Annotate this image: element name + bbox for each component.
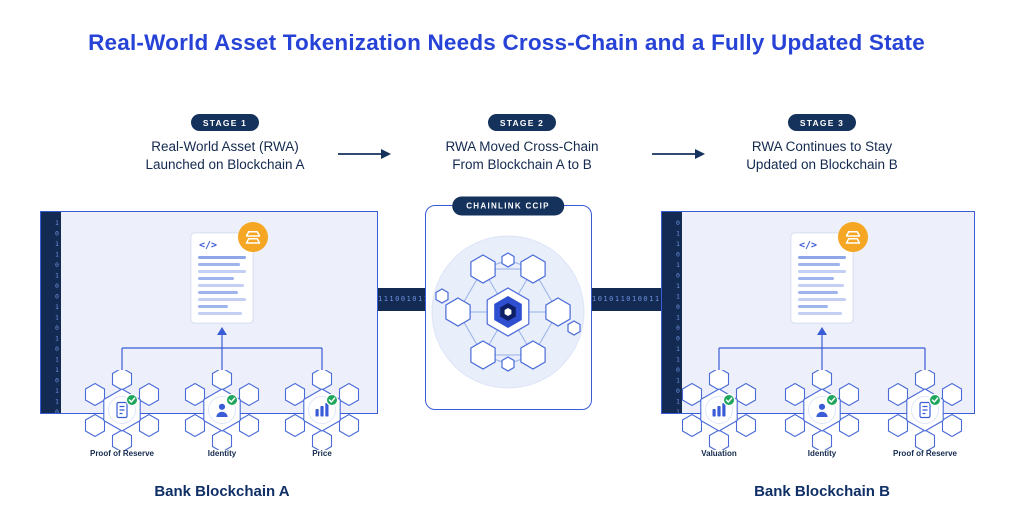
binary-strip-vertical: 101101001101011011010011 [41,212,61,413]
gold-coin-badge-icon [238,222,268,252]
ccip-logo-icon [486,287,530,337]
stage-2-badge: STAGE 2 [487,114,557,131]
stage-1-badge: STAGE 1 [190,114,260,131]
ccip-network-icon [431,235,585,389]
stage-2-header: STAGE 2 RWA Moved Cross-Chain From Block… [392,113,652,174]
stage-1-line2: Launched on Blockchain A [145,157,305,173]
oracle-cluster-identity-icon [782,370,862,450]
stage-2-line1: RWA Moved Cross-Chain [445,139,599,154]
oracle-label: Proof of Reserve [89,449,155,458]
stage-3-badge: STAGE 3 [787,114,857,131]
oracle-label: Proof of Reserve [892,449,958,458]
ccip-badge: CHAINLINK CCIP [452,196,564,216]
oracle-label: Price [312,449,332,458]
binary-strip-vertical: 011010110100110101101011 [662,212,682,413]
binary-bridge-right: 1010110100110 [592,288,661,311]
stage-2-line2: From Blockchain A to B [452,157,592,173]
oracle-cluster-proof-of-reserve-icon [82,370,162,450]
blockchain-b-title: Bank Blockchain B [754,483,890,500]
oracle-cluster-proof-of-reserve-icon [885,370,965,450]
stage-3-header: STAGE 3 RWA Continues to Stay Updated on… [692,113,952,174]
oracle-label: Identity [207,449,237,458]
blockchain-a-title: Bank Blockchain A [154,483,290,500]
oracle-cluster-valuation-icon [679,370,759,450]
stage-3-line1: RWA Continues to Stay [751,139,893,154]
stage-1-line1: Real-World Asset (RWA) [151,139,299,154]
code-glyph: </> [799,240,817,251]
stage-1-header: STAGE 1 Real-World Asset (RWA) Launched … [95,113,355,174]
stage-3-line2: Updated on Blockchain B [746,157,898,173]
arrow-right-icon [652,149,705,159]
arrow-right-icon [338,149,391,159]
token-contract-icon: </> [790,232,854,324]
gold-coin-badge-icon [838,222,868,252]
oracle-label: Identity [807,449,837,458]
code-glyph: </> [199,240,217,251]
page-title: Real-World Asset Tokenization Needs Cros… [88,30,925,55]
token-contract-icon: </> [190,232,254,324]
oracle-cluster-identity-icon [182,370,262,450]
oracle-label: Valuation [701,449,737,458]
oracle-cluster-price-icon [282,370,362,450]
